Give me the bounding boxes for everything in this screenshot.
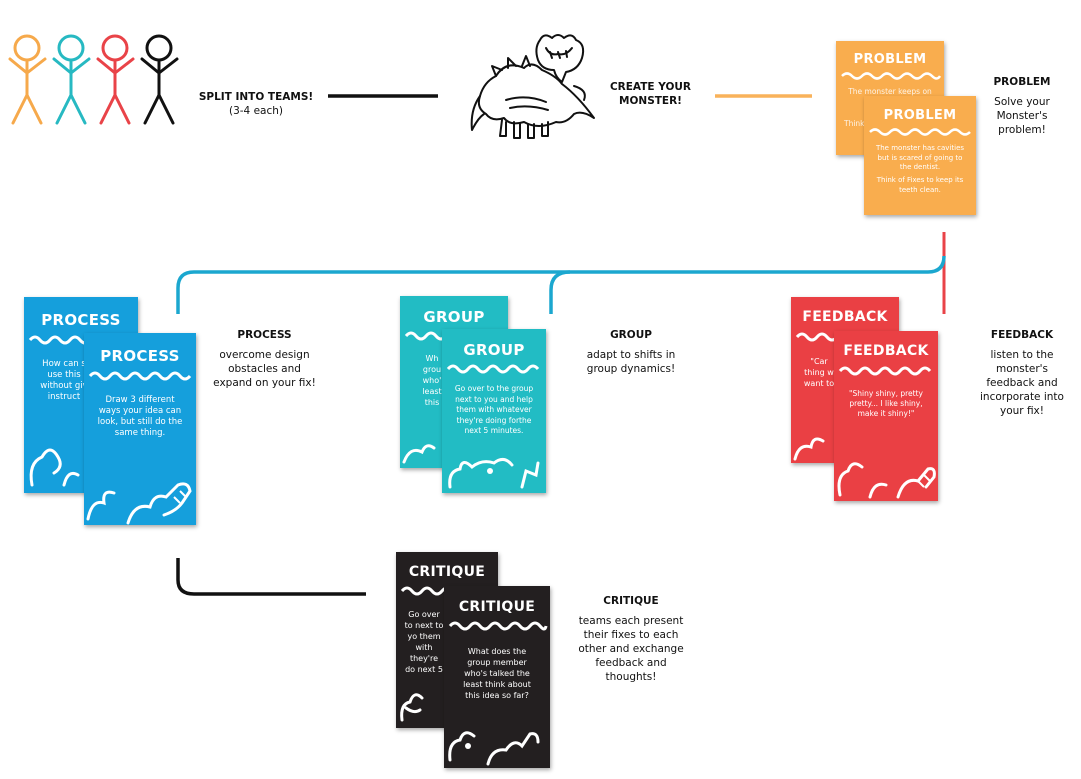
step-group-title: GROUP [610,329,652,341]
monster-doodle-icon [837,462,936,499]
step-problem-desc: Solve your Monster's problem! [994,96,1050,136]
step-create-title: CREATE YOUR [609,81,692,93]
process-card-front-text: Draw 3 different ways your idea can look… [97,395,183,438]
critique-card-front-title: CRITIQUE [458,599,536,615]
monster-doodle-icon [86,482,192,525]
step-feedback-desc: listen to the monster's feedback and inc… [980,349,1064,417]
problem-card-front-title: PROBLEM [883,108,957,123]
step-problem-label: PROBLEM Solve your Monster's problem! [986,75,1058,137]
wave-divider-icon [448,621,548,631]
critique-card-back-text: Go over to next to yo them with they're … [404,610,444,674]
step-process-label: PROCESS overcome design obstacles and ex… [212,328,317,390]
problem-card-front-text: The monster has cavities but is scared o… [875,144,965,171]
monster-doodle-icon [448,731,540,766]
problem-card-back-text: The monster keeps on [848,87,932,96]
critique-card-front: CRITIQUE What does the group member who'… [444,586,550,768]
step-split-title: SPLIT INTO TEAMS! [198,91,314,103]
step-critique-desc: teams each present their fixes to each o… [578,615,684,683]
group-card-back-text: Wh grou who' least this [422,354,442,407]
group-card-front-title: GROUP [463,341,525,359]
feedback-card-back-title: FEEDBACK [802,309,888,325]
step-create-label: CREATE YOUR MONSTER! [603,80,698,108]
process-card-back-text: How can s use this without giv instruct [40,359,88,402]
monster-doodle-icon [793,437,825,461]
monster-doodle-icon [400,693,424,722]
problem-card-front: PROBLEM The monster has cavities but is … [864,96,976,215]
critique-card-back-title: CRITIQUE [408,564,486,580]
step-split-sub: (3-4 each) [228,105,283,117]
wave-divider-icon [869,128,971,136]
monster-doodle-icon [402,444,436,464]
step-group-label: GROUP adapt to shifts in group dynamics! [580,328,682,376]
step-critique-label: CRITIQUE teams each present their fixes … [578,594,684,684]
problem-card-back-title: PROBLEM [853,52,927,67]
process-card-back-title: PROCESS [41,311,121,329]
feedback-card-front-title: FEEDBACK [843,343,929,359]
wave-divider-icon [841,72,942,80]
process-card-front: PROCESS Draw 3 different ways your idea … [84,333,196,525]
stick-figures [8,34,179,125]
group-card-front: GROUP Go over to the group next to you a… [442,329,546,493]
feedback-card-front: FEEDBACK "Shiny shiny, pretty pretty... … [834,331,938,501]
step-problem-title: PROBLEM [993,76,1051,88]
problem-card-back-text2: Think [844,119,865,128]
step-process-title: PROCESS [237,329,292,341]
wave-divider-icon [88,371,192,381]
step-create-title2: MONSTER! [619,95,682,107]
wave-divider-icon [838,366,932,376]
wave-divider-icon [446,364,540,374]
group-card-front-text: Go over to the group next to you and hel… [454,384,534,435]
monster-doodle-icon [29,448,80,487]
person-teal-icon [52,34,91,125]
step-split-label: SPLIT INTO TEAMS! (3-4 each) [196,90,316,118]
monster-drawing-icon [470,34,595,139]
feedback-card-back-text: "Car thing w want to [803,357,835,388]
step-feedback-label: FEEDBACK listen to the monster's feedbac… [976,328,1068,418]
group-card-back-title: GROUP [423,308,485,326]
person-red-icon [96,34,135,125]
critique-card-front-text: What does the group member who's talked … [463,647,531,700]
person-orange-icon [8,34,47,125]
monster-doodle-icon [448,458,540,489]
step-critique-title: CRITIQUE [603,595,659,607]
connector-process-to-critique [176,558,366,596]
connector-teal-branch [549,270,571,314]
person-black-icon [140,34,179,125]
feedback-card-front-text: "Shiny shiny, pretty pretty... I like sh… [849,389,923,418]
step-process-desc: overcome design obstacles and expand on … [213,349,316,389]
connector-blue-branch [176,255,946,314]
step-feedback-title: FEEDBACK [990,329,1054,341]
process-card-front-title: PROCESS [100,347,180,365]
problem-card-front-text2: Think of Fixes to keep its teeth clean. [876,176,964,194]
step-group-desc: adapt to shifts in group dynamics! [586,349,676,375]
